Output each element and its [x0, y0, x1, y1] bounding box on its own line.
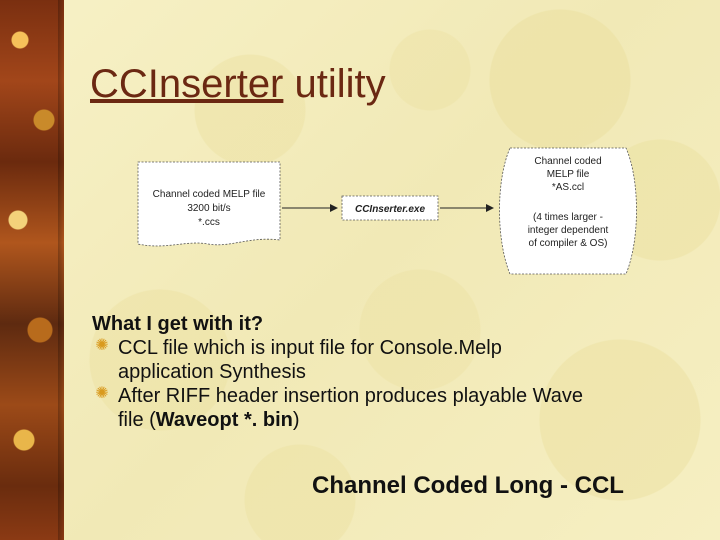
- slide-body: What I get with it? ✺ CCL file which is …: [92, 312, 692, 432]
- arrow-to-output-head: [486, 204, 494, 212]
- output-file-line-6: integer dependent: [528, 225, 609, 236]
- output-file-line-2: MELP file: [547, 169, 590, 180]
- input-file-line-2: 3200 bit/s: [187, 203, 230, 214]
- bullet-list: ✺ CCL file which is input file for Conso…: [92, 336, 692, 432]
- output-file-line-7: of compiler & OS): [529, 238, 608, 249]
- bullet-item-ccl-file: ✺ CCL file which is input file for Conso…: [92, 336, 692, 384]
- gear-bullet-icon: ✺: [95, 385, 109, 402]
- output-file-shape: [499, 147, 637, 275]
- arrow-to-process-head: [330, 204, 338, 212]
- output-file-line-1: Channel coded: [534, 156, 601, 167]
- slide-title: CCInserter utility: [90, 62, 386, 107]
- title-link[interactable]: CCInserter: [90, 62, 284, 106]
- input-file-line-1: Channel coded MELP file: [153, 189, 266, 200]
- output-file-line-3: *AS.ccl: [552, 182, 584, 193]
- bullet-2-line-2-prefix: file (: [118, 409, 156, 431]
- decorative-side-strip: [0, 0, 64, 540]
- input-file-line-3: *.ccs: [198, 217, 220, 228]
- body-heading: What I get with it?: [92, 313, 264, 335]
- bullet-2-line-1: After RIFF header insertion produces pla…: [118, 385, 584, 407]
- title-rest: utility: [283, 62, 386, 106]
- process-diagram: Channel coded MELP file 3200 bit/s *.ccs…: [137, 147, 637, 275]
- bullet-1-line-1: CCL file which is input file for Console…: [118, 337, 502, 359]
- output-file-line-5: (4 times larger -: [533, 212, 603, 223]
- bullet-2-line-2-suffix: ): [292, 409, 300, 431]
- input-file-shape: [137, 161, 281, 247]
- bullet-item-riff-header: ✺ After RIFF header insertion produces p…: [92, 384, 692, 432]
- process-box: [341, 195, 439, 221]
- slide-footer: Channel Coded Long - CCL: [312, 472, 624, 499]
- gear-bullet-icon: ✺: [95, 337, 109, 354]
- process-label: CCInserter.exe: [355, 204, 425, 215]
- bullet-1-line-2: application Synthesis: [118, 361, 306, 383]
- bullet-2-line-2-bold: Waveopt *. bin: [155, 409, 293, 431]
